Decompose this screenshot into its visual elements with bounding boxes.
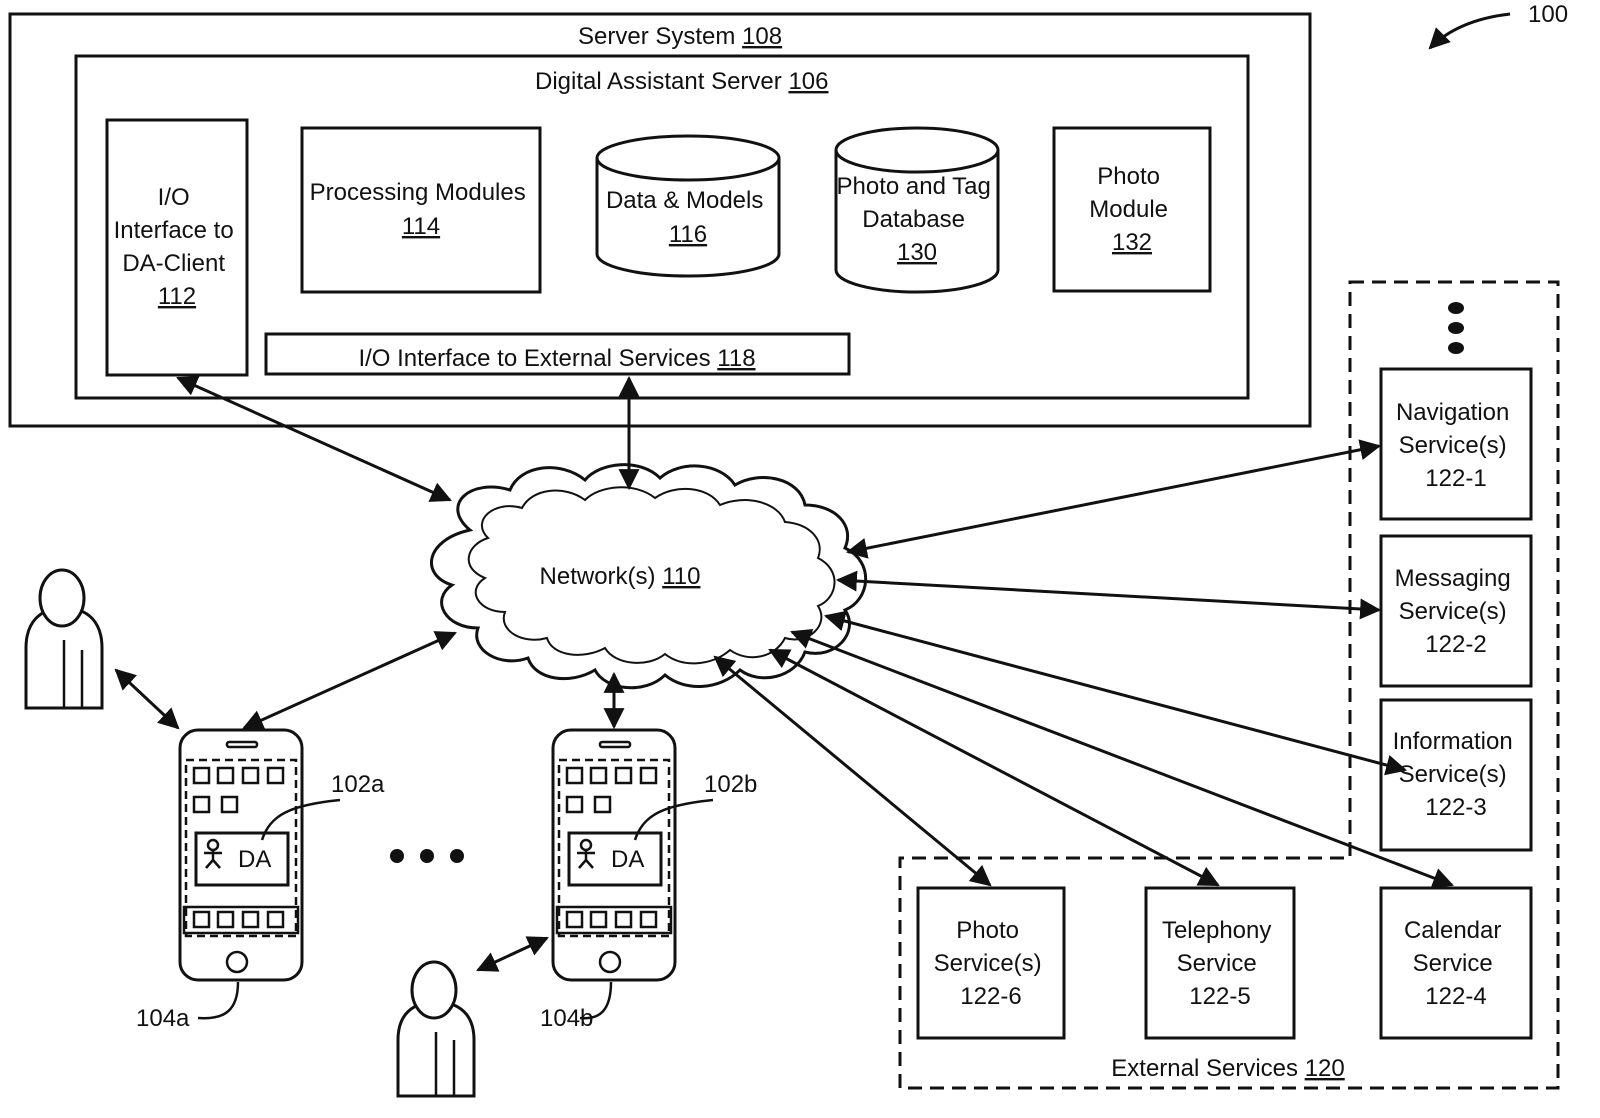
device-b-da-person-icon xyxy=(577,838,595,869)
arrow-user-a-device-a xyxy=(114,668,180,730)
telephony-service-label: Telephony Service 122-5 xyxy=(1162,917,1278,1010)
device-b-client-leader xyxy=(633,798,714,841)
processing-modules-box xyxy=(300,126,542,294)
device-b-client-ref: 102b xyxy=(704,771,757,798)
device-b-da-widget xyxy=(567,831,663,887)
device-a-client-leader xyxy=(260,798,341,841)
arrow-user-b-device-b xyxy=(476,936,549,972)
io-client-label: I/O Interface to DA-Client 112 xyxy=(114,184,241,310)
arrow-network-photo-service xyxy=(713,655,992,887)
device-a-da-label: DA xyxy=(238,846,271,873)
figure-ref-arrow xyxy=(1428,12,1511,50)
arrow-network-messaging xyxy=(835,570,1382,620)
arrow-network-information xyxy=(823,610,1408,776)
photo-tag-database-label: Photo and Tag Database 130 xyxy=(836,173,997,266)
device-b-speaker xyxy=(598,740,632,749)
device-a-app-icons xyxy=(192,766,285,814)
device-a-device-ref: 104a xyxy=(136,1005,190,1032)
data-models-label: Data & Models 116 xyxy=(606,187,770,248)
external-services-boundary xyxy=(898,280,1560,1090)
device-a-home-button xyxy=(225,950,249,974)
user-a-figure xyxy=(24,568,104,710)
calendar-service-box xyxy=(1379,886,1533,1040)
arrow-network-navigation xyxy=(845,439,1382,559)
io-external-label: I/O Interface to External Services 118 xyxy=(358,345,755,372)
photo-module-box xyxy=(1052,126,1212,293)
device-b-dock-icons xyxy=(565,910,658,929)
photo-module-label: Photo Module 132 xyxy=(1089,163,1174,256)
photo-service-label: Photo Service(s) 122-6 xyxy=(934,917,1049,1010)
da-server-label: Digital Assistant Server 106 xyxy=(535,68,828,95)
device-a-dock-icons xyxy=(192,910,285,929)
device-a-ref-leader xyxy=(197,981,240,1020)
telephony-service-box xyxy=(1144,886,1296,1040)
network-label: Network(s) 110 xyxy=(540,563,701,590)
device-a-da-person-icon xyxy=(204,838,222,869)
device-a-client-ref: 102a xyxy=(331,771,385,798)
processing-modules-label: Processing Modules 114 xyxy=(310,179,533,240)
device-a-da-widget xyxy=(194,831,290,887)
device-b-ref-leader xyxy=(579,981,613,1020)
arrow-network-device-a xyxy=(242,631,457,730)
more-devices-ellipsis xyxy=(390,849,464,863)
device-b-home-button xyxy=(598,950,622,974)
device-b-dock xyxy=(555,905,673,935)
calendar-service-label: Calendar Service 122-4 xyxy=(1404,917,1508,1010)
more-services-ellipsis xyxy=(1448,302,1464,354)
network-cloud xyxy=(430,463,868,690)
device-a-screen xyxy=(184,758,298,938)
device-a-speaker xyxy=(225,740,259,749)
external-services-label: External Services 120 xyxy=(1111,1055,1344,1082)
device-a: DA xyxy=(178,728,304,982)
device-a-dock xyxy=(182,905,300,935)
device-b: DA xyxy=(551,728,677,982)
io-external-box xyxy=(264,332,851,376)
photo-service-box xyxy=(916,886,1066,1040)
device-b-da-label: DA xyxy=(611,846,644,873)
arrow-network-telephony xyxy=(768,648,1220,887)
arrow-network-calendar xyxy=(790,628,1454,889)
navigation-service-label: Navigation Service(s) 122-1 xyxy=(1396,399,1516,492)
device-b-screen xyxy=(557,758,671,938)
server-system-label: Server System 108 xyxy=(578,23,782,50)
io-client-box xyxy=(105,118,249,377)
arrow-io-client-network xyxy=(176,376,452,502)
device-b-app-icons xyxy=(565,766,658,814)
device-b-device-ref: 104b xyxy=(540,1005,593,1032)
user-b-figure xyxy=(396,960,476,1098)
data-models-cylinder xyxy=(595,134,781,278)
photo-tag-database-cylinder xyxy=(834,126,1000,294)
figure-ref: 100 xyxy=(1528,1,1568,28)
